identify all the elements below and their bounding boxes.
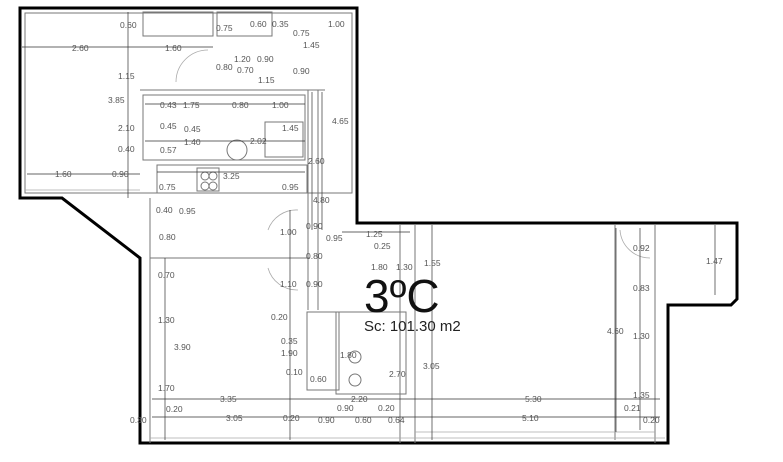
dim-label: 1.80	[371, 262, 388, 272]
dim-label: 3.05	[423, 361, 440, 371]
dim-label: 0.70	[237, 65, 254, 75]
dim-label: 0.25	[374, 241, 391, 251]
dim-label: 0.40	[156, 205, 173, 215]
dim-label: 0.75	[216, 23, 233, 33]
dim-label: 1.47	[706, 256, 723, 266]
interior-walls	[24, 11, 665, 443]
dim-label: 1.60	[55, 169, 72, 179]
dim-label: 1.45	[303, 40, 320, 50]
dim-label: 0.90	[306, 279, 323, 289]
dim-label: 0.90	[318, 415, 335, 425]
dim-label: 5.10	[522, 413, 539, 423]
dim-label: 1.15	[118, 71, 135, 81]
dim-label: 0.80	[159, 232, 176, 242]
dim-label: 0.80	[306, 251, 323, 261]
dim-label: 1.45	[282, 123, 299, 133]
dim-label: 0.30	[130, 415, 147, 425]
dim-label: 0.21	[624, 403, 641, 413]
dim-label: 2.10	[118, 123, 135, 133]
dim-label: 3.90	[174, 342, 191, 352]
dim-label: 0.80	[216, 62, 233, 72]
dim-label: 1.00	[272, 100, 289, 110]
dim-label: 0.40	[118, 144, 135, 154]
dim-label: 0.20	[378, 403, 395, 413]
dim-label: 2.70	[389, 369, 406, 379]
dim-label: 5.30	[525, 394, 542, 404]
dim-label: 0.60	[250, 19, 267, 29]
dim-label: 1.60	[165, 43, 182, 53]
dim-label: 0.60	[310, 374, 327, 384]
dim-label: 3.85	[108, 95, 125, 105]
dim-label: 1.30	[633, 331, 650, 341]
dim-label: 0.95	[179, 206, 196, 216]
dim-label: 3.25	[223, 171, 240, 181]
dim-label: 0.92	[633, 243, 650, 253]
dim-label: 0.10	[286, 367, 303, 377]
dim-label: 1.10	[280, 279, 297, 289]
dim-label: 2.02	[250, 136, 267, 146]
dim-label: 2.60	[308, 156, 325, 166]
dim-label: 0.45	[160, 121, 177, 131]
dim-label: 1.00	[280, 227, 297, 237]
dim-label: 0.90	[337, 403, 354, 413]
dim-label: 0.35	[272, 19, 289, 29]
dim-label: 1.80	[340, 350, 357, 360]
dimension-labels: 0.60 0.75 0.60 0.35 1.00 0.75 1.45 2.60 …	[55, 19, 723, 425]
dim-label: 2.20	[351, 394, 368, 404]
exterior-wall	[18, 6, 739, 445]
dim-label: 1.30	[396, 262, 413, 272]
dim-label: 1.55	[424, 258, 441, 268]
dim-label: 0.45	[184, 124, 201, 134]
area-label: Sc: 101.30 m2	[364, 318, 461, 335]
dim-label: 4.80	[313, 195, 330, 205]
dim-label: 0.83	[633, 283, 650, 293]
dim-label: 0.20	[283, 413, 300, 423]
dim-label: 0.90	[257, 54, 274, 64]
dim-label: 0.20	[166, 404, 183, 414]
dim-label: 0.64	[388, 415, 405, 425]
dim-label: 0.70	[158, 270, 175, 280]
dim-label: 0.57	[160, 145, 177, 155]
dim-label: 1.30	[158, 315, 175, 325]
dim-label: 0.95	[282, 182, 299, 192]
dim-label: 0.35	[281, 336, 298, 346]
dim-label: 0.95	[326, 233, 343, 243]
dim-label: 0.60	[355, 415, 372, 425]
dim-label: 1.35	[633, 390, 650, 400]
dim-label: 3.05	[226, 413, 243, 423]
dim-label: 1.90	[281, 348, 298, 358]
dim-label: 4.60	[607, 326, 624, 336]
dim-label: 4.65	[332, 116, 349, 126]
dim-label: 1.70	[158, 383, 175, 393]
dimension-lines	[22, 12, 716, 440]
unit-label: 3ºC	[364, 270, 440, 322]
dim-label: 0.80	[232, 100, 249, 110]
dim-label: 0.60	[120, 20, 137, 30]
dim-label: 3.35	[220, 394, 237, 404]
dim-label: 0.75	[293, 28, 310, 38]
dim-label: 1.15	[258, 75, 275, 85]
dim-label: 1.25	[366, 229, 383, 239]
dim-label: 1.00	[328, 19, 345, 29]
dim-label: 1.20	[234, 54, 251, 64]
dim-label: 2.60	[72, 43, 89, 53]
dim-label: 0.20	[643, 415, 660, 425]
dim-label: 0.90	[306, 221, 323, 231]
dim-label: 1.40	[184, 137, 201, 147]
dim-label: 0.75	[159, 182, 176, 192]
dim-label: 1.75	[183, 100, 200, 110]
dim-label: 0.20	[271, 312, 288, 322]
dim-label: 0.43	[160, 100, 177, 110]
dim-label: 0.90	[293, 66, 310, 76]
dim-label: 0.90	[112, 169, 129, 179]
